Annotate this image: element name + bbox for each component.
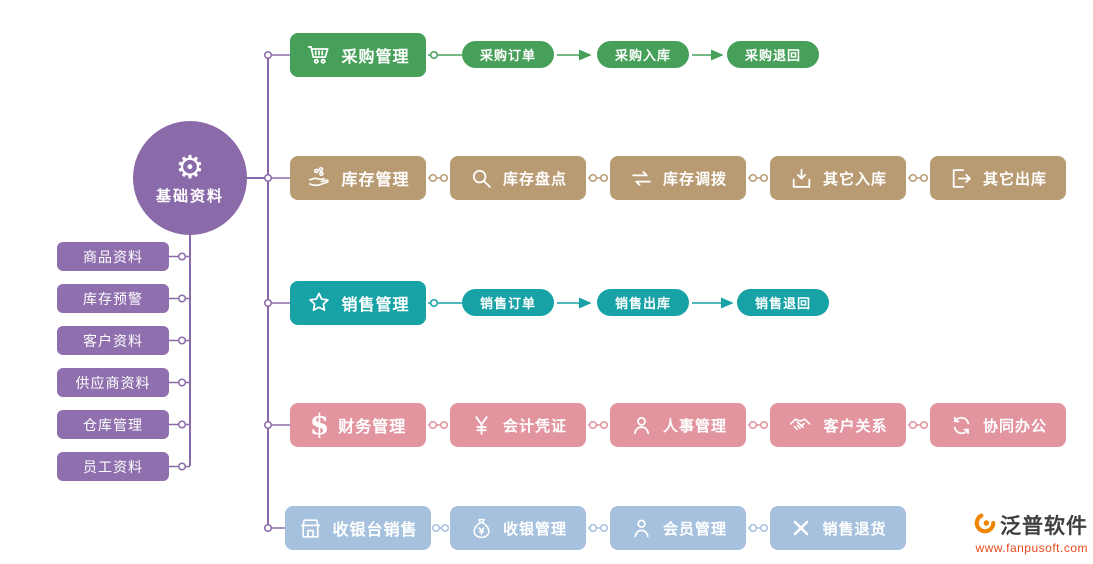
person-icon — [629, 413, 654, 438]
node-sales-return-goods[interactable]: 销售退货 — [770, 506, 906, 550]
node-label: 库存调拨 — [662, 170, 727, 188]
node-other-inbound[interactable]: 其它入库 — [770, 156, 906, 200]
pill-purchase-order[interactable]: 采购订单 — [462, 41, 554, 68]
node-cashier-sales[interactable]: 收银台销售 — [285, 506, 431, 550]
node-collaborative-office[interactable]: 协同办公 — [930, 403, 1066, 447]
node-label: 收银台销售 — [332, 522, 418, 539]
node-hr-management[interactable]: 人事管理 — [610, 403, 746, 447]
node-cashier-management[interactable]: 收银管理 — [450, 506, 586, 550]
storefront-icon — [298, 516, 323, 541]
star-icon — [306, 290, 332, 316]
node-label: 客户关系 — [823, 417, 888, 435]
node-label: 其它入库 — [822, 170, 887, 188]
node-label: 销售管理 — [341, 297, 410, 314]
magnifier-icon — [469, 166, 494, 191]
node-customer-relations[interactable]: 客户关系 — [770, 403, 906, 447]
node-label: 会计凭证 — [502, 417, 567, 435]
node-label: 其它出库 — [982, 170, 1047, 188]
dollar-icon: $ — [309, 408, 330, 441]
door-out-icon — [949, 166, 974, 191]
inbox-in-icon — [789, 166, 814, 191]
left-item-warehouse-management[interactable]: 仓库管理 — [57, 410, 169, 439]
pill-label: 采购订单 — [479, 48, 536, 63]
fanpu-logo: 泛普软件 www.fanpusoft.com — [948, 510, 1088, 555]
node-label: 库存盘点 — [502, 170, 567, 188]
left-item-label: 仓库管理 — [83, 416, 143, 433]
brand-url: www.fanpusoft.com — [975, 541, 1088, 555]
transfer-arrows-icon — [629, 166, 654, 191]
left-item-label: 供应商资料 — [75, 374, 151, 391]
left-item-employee-data[interactable]: 员工资料 — [57, 452, 169, 481]
node-label: 销售退货 — [822, 520, 887, 538]
pill-sales-order[interactable]: 销售订单 — [462, 289, 554, 316]
pill-label: 销售订单 — [479, 296, 536, 311]
hand-coins-icon — [306, 165, 332, 191]
member-icon — [629, 516, 654, 541]
node-sales-management[interactable]: 销售管理 — [290, 281, 426, 325]
node-label: 财务管理 — [338, 419, 407, 436]
node-inventory-management[interactable]: 库存管理 — [290, 156, 426, 200]
pill-label: 采购退回 — [744, 48, 801, 63]
node-member-management[interactable]: 会员管理 — [610, 506, 746, 550]
pill-sales-return[interactable]: 销售退回 — [737, 289, 829, 316]
pill-purchase-return[interactable]: 采购退回 — [727, 41, 819, 68]
left-item-inventory-alert[interactable]: 库存预警 — [57, 284, 169, 313]
cart-icon — [306, 42, 332, 68]
node-label: 协同办公 — [982, 417, 1047, 435]
left-item-goods-data[interactable]: 商品资料 — [57, 242, 169, 271]
root-node-label: 基础资料 — [155, 187, 224, 205]
fanpu-logo-icon — [974, 511, 996, 540]
node-label: 库存管理 — [341, 172, 410, 189]
node-other-outbound[interactable]: 其它出库 — [930, 156, 1066, 200]
left-item-label: 商品资料 — [83, 248, 143, 265]
pill-label: 销售出库 — [614, 296, 671, 311]
gear-icon: ⚙ — [175, 147, 205, 186]
node-label: 人事管理 — [662, 417, 727, 435]
yen-icon — [469, 413, 494, 438]
root-node-basic-data[interactable]: ⚙ 基础资料 — [133, 121, 247, 235]
left-item-label: 库存预警 — [83, 290, 143, 307]
left-item-label: 员工资料 — [83, 458, 143, 475]
money-bag-icon — [469, 516, 494, 541]
node-finance-management[interactable]: $ 财务管理 — [290, 403, 426, 447]
brand-name: 泛普软件 — [1000, 515, 1088, 538]
node-purchase-management[interactable]: 采购管理 — [290, 33, 426, 77]
pill-sales-outbound[interactable]: 销售出库 — [597, 289, 689, 316]
handshake-icon — [788, 412, 814, 438]
node-inventory-check[interactable]: 库存盘点 — [450, 156, 586, 200]
pill-label: 销售退回 — [754, 296, 811, 311]
left-item-label: 客户资料 — [83, 332, 143, 349]
node-accounting-voucher[interactable]: 会计凭证 — [450, 403, 586, 447]
sync-icon — [949, 413, 974, 438]
node-label: 采购管理 — [341, 49, 410, 66]
node-inventory-transfer[interactable]: 库存调拨 — [610, 156, 746, 200]
node-label: 收银管理 — [502, 520, 567, 538]
pill-purchase-inbound[interactable]: 采购入库 — [597, 41, 689, 68]
left-item-supplier-data[interactable]: 供应商资料 — [57, 368, 169, 397]
node-label: 会员管理 — [662, 520, 727, 538]
left-item-customer-data[interactable]: 客户资料 — [57, 326, 169, 355]
pill-label: 采购入库 — [614, 48, 671, 63]
cross-icon — [789, 516, 813, 540]
